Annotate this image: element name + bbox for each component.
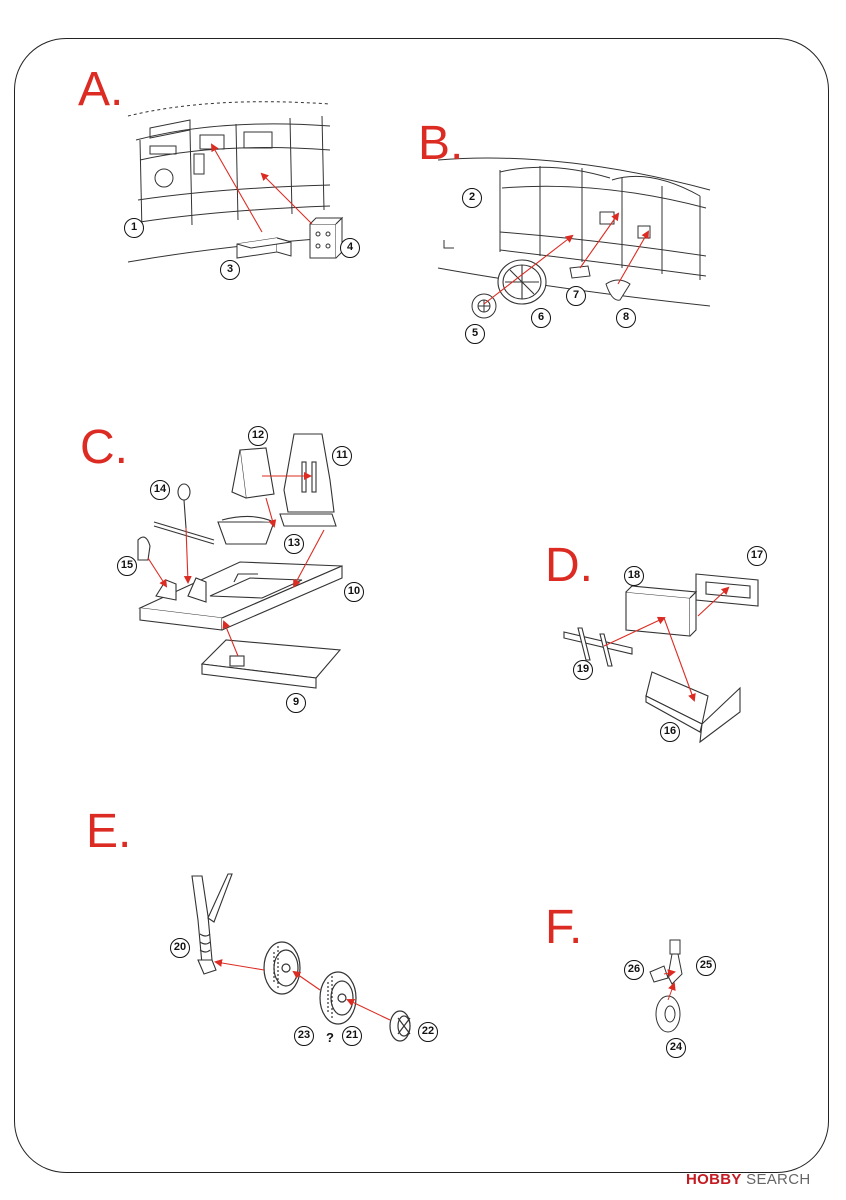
panel-part-9 xyxy=(200,639,342,689)
section-label-c: C. xyxy=(80,421,128,474)
part-number-22: 22 xyxy=(418,1022,438,1042)
part-number-18: 18 xyxy=(624,566,644,586)
bracket-part-19 xyxy=(563,627,633,667)
arrows-c xyxy=(147,472,325,657)
armour-part-11 xyxy=(279,433,337,527)
wheel-part-21 xyxy=(319,971,357,1025)
control-stick-part-14 xyxy=(153,483,215,545)
watermark-suffix: SEARCH xyxy=(746,1171,811,1188)
part-number-16: 16 xyxy=(660,722,680,742)
pedal-part-15 xyxy=(137,536,151,561)
part-number-2: 2 xyxy=(462,188,482,208)
section-label-d: D. xyxy=(545,539,593,592)
part-number-24: 24 xyxy=(666,1038,686,1058)
part-number-1: 1 xyxy=(124,218,144,238)
arrows-d xyxy=(603,586,730,702)
part-number-12: 12 xyxy=(248,426,268,446)
part-number-3: 3 xyxy=(220,260,240,280)
part-number-15: 15 xyxy=(117,556,137,576)
tail-wheel-part-24 xyxy=(655,995,681,1033)
part-3-box xyxy=(236,237,292,259)
wheel-part-21-inner xyxy=(263,941,301,995)
part-7-block xyxy=(569,265,591,279)
tail-gear-part-25 xyxy=(667,939,683,985)
handwheel-part-6 xyxy=(497,259,547,305)
part-4-block xyxy=(309,216,344,259)
section-label-a: A. xyxy=(78,63,124,116)
hub-part-22 xyxy=(389,1010,411,1042)
part-number-25: 25 xyxy=(696,956,716,976)
frame-part-17 xyxy=(695,573,759,607)
part-number-9: 9 xyxy=(286,693,306,713)
seat-pan-part-13 xyxy=(217,515,275,545)
unknown-part-mark: ? xyxy=(326,1030,334,1045)
part-number-5: 5 xyxy=(465,324,485,344)
gear-leg-part-20 xyxy=(191,873,233,975)
arrows-a xyxy=(211,143,313,233)
tray-part-16 xyxy=(645,671,741,744)
floor-part-10 xyxy=(138,561,343,631)
part-number-8: 8 xyxy=(616,308,636,328)
part-number-19: 19 xyxy=(573,660,593,680)
fuselage-panel-b xyxy=(437,157,711,307)
part-number-13: 13 xyxy=(284,534,304,554)
part-number-7: 7 xyxy=(566,286,586,306)
arrows-f xyxy=(663,969,676,1001)
section-label-f: F. xyxy=(545,901,583,954)
part-number-11: 11 xyxy=(332,446,352,466)
part-number-26: 26 xyxy=(624,960,644,980)
fuselage-panel-a xyxy=(127,101,331,263)
seat-back-part-12 xyxy=(231,447,275,499)
part-number-4: 4 xyxy=(340,238,360,258)
part-number-23: 23 xyxy=(294,1026,314,1046)
fork-part-26 xyxy=(649,965,669,983)
box-part-18 xyxy=(625,585,698,637)
part-number-21: 21 xyxy=(342,1026,362,1046)
hobby-search-watermark: HOBBY SEARCH xyxy=(686,1171,810,1188)
part-8-cone xyxy=(605,279,631,301)
instruction-page-frame xyxy=(14,38,829,1173)
arrows-e xyxy=(214,959,391,1021)
section-label-b: B. xyxy=(418,117,464,170)
watermark-brand: HOBBY xyxy=(686,1171,742,1188)
part-number-10: 10 xyxy=(344,582,364,602)
part-number-6: 6 xyxy=(531,308,551,328)
part-number-20: 20 xyxy=(170,938,190,958)
part-number-17: 17 xyxy=(747,546,767,566)
section-label-e: E. xyxy=(86,805,132,858)
arrows-b xyxy=(483,212,649,305)
part-number-14: 14 xyxy=(150,480,170,500)
